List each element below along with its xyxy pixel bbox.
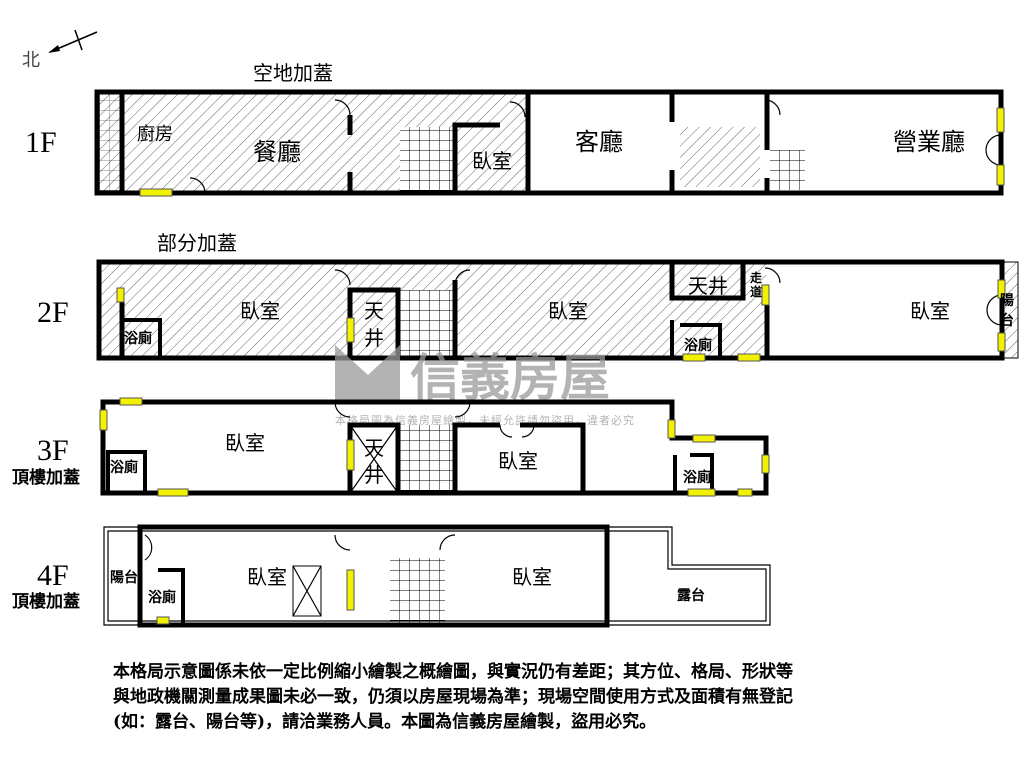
- floor-note: 部分加蓋: [157, 231, 237, 255]
- room-label: 臥室: [498, 449, 538, 473]
- room-label: 陽台: [110, 569, 138, 586]
- room-label: 露台: [677, 587, 705, 604]
- room-label: 浴廁: [110, 459, 138, 476]
- disclaimer-line: 本格局示意圖係未依一定比例縮小繪製之概繪圖，與實況仍有差距；其方位、格局、形狀等: [113, 662, 793, 682]
- room-label: 客廳: [575, 128, 623, 156]
- floor-note: 頂樓加蓋: [12, 591, 80, 612]
- floor-3f: 3F 頂樓加蓋 臥室 浴廁 天 井 臥室 浴廁: [12, 397, 770, 497]
- north-arrow-icon: [48, 29, 98, 53]
- room-label: 走: [750, 270, 762, 285]
- room-label: 臥室: [548, 299, 588, 323]
- room-label: 餐廳: [253, 138, 301, 166]
- room-label: 臥室: [225, 431, 265, 455]
- floor-label: 1F: [25, 126, 57, 159]
- watermark: 信義房屋 本格局圖為信義房屋繪製，未經允許請勿盜用，違者必究: [335, 345, 634, 427]
- room-label: 臥室: [240, 299, 280, 323]
- room-label: 浴廁: [148, 589, 176, 606]
- room-label: 臥室: [247, 565, 287, 589]
- room-label: 浴廁: [124, 330, 152, 347]
- floor-2f: 2F 部分加蓋 臥室 浴廁 天 井 臥室 天井 走 道 浴廁 臥室 陽 台: [37, 231, 1019, 362]
- floor-note: 空地加蓋: [253, 61, 333, 85]
- floor-4f: 4F 頂樓加蓋 陽台 浴廁 臥室 臥室 露台: [12, 524, 771, 628]
- room-label: 廚房: [137, 123, 173, 145]
- disclaimer-line: 與地政機關測量成果圖未必一致，仍須以房屋現場為準；現場空間使用方式及面積有無登記: [113, 687, 793, 707]
- floor-label: 3F: [37, 434, 69, 467]
- watermark-brand: 信義房屋: [410, 349, 610, 407]
- room-label: 台: [1000, 312, 1014, 329]
- room-label: 臥室: [472, 149, 512, 173]
- room-label: 浴廁: [684, 337, 712, 354]
- compass-label: 北: [22, 50, 40, 71]
- room-label: 天: [364, 436, 384, 460]
- room-label: 臥室: [910, 299, 950, 323]
- room-label: 天: [364, 299, 384, 323]
- room-label: 浴廁: [683, 469, 711, 486]
- room-label: 道: [750, 284, 762, 299]
- floor-label: 2F: [37, 296, 69, 329]
- room-label: 臥室: [512, 565, 552, 589]
- room-label: 井: [364, 326, 384, 350]
- room-label: 天井: [688, 274, 728, 298]
- room-label: 營業廳: [893, 128, 965, 156]
- floor-label: 4F: [37, 559, 69, 592]
- floor-1f: 1F 空地加蓋 廚房 餐廳 臥室 客廳 營業廳: [25, 61, 1005, 197]
- floor-note: 頂樓加蓋: [12, 467, 80, 488]
- room-label: 井: [364, 463, 384, 487]
- disclaimer-line: (如：露台、陽台等)，請洽業務人員。本圖為信義房屋繪製，盜用必究。: [113, 712, 657, 732]
- room-label: 陽: [1000, 292, 1014, 309]
